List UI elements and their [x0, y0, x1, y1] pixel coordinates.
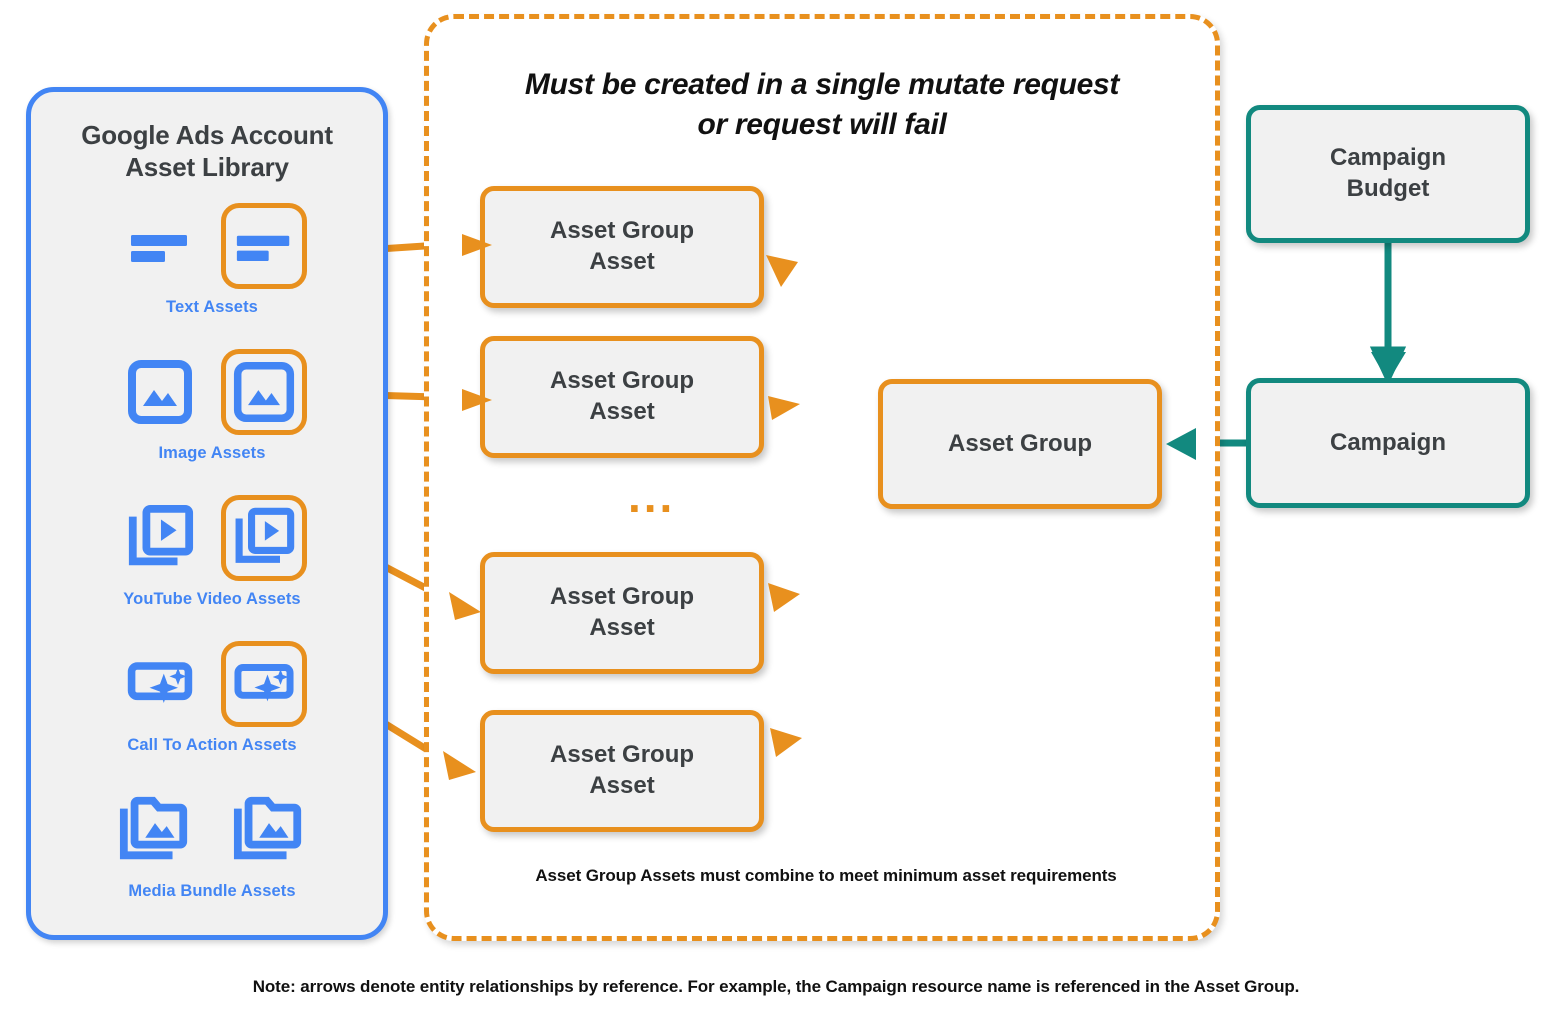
aga1-line1: Asset Group [549, 217, 695, 245]
aga3-line2: Asset [589, 614, 655, 641]
image-asset-icon [117, 349, 203, 435]
asset-row-media-bundle: Media Bundle Assets [31, 784, 393, 901]
footer-note: Note: arrows denote entity relationships… [252, 977, 1300, 996]
campaign-budget-node[interactable]: Campaign Budget [1246, 105, 1530, 243]
text-asset-icon [117, 203, 203, 289]
asset-row-image: Image Assets [31, 346, 393, 463]
mutate-title-line1: Must be created in a single mutate reque… [524, 68, 1120, 101]
call-to-action-asset-icon-selected[interactable] [221, 641, 307, 727]
aga3-line1: Asset Group [549, 583, 695, 611]
aga2-line1: Asset Group [549, 367, 695, 395]
asset-group-asset-node-3[interactable]: Asset Group Asset [480, 552, 764, 674]
aga4-line1: Asset Group [549, 741, 695, 769]
youtube-video-asset-icon [117, 495, 203, 581]
campaign-label: Campaign [1329, 428, 1446, 456]
asset-label-image: Image Assets [158, 444, 266, 462]
asset-label-video: YouTube Video Assets [123, 590, 301, 608]
mutate-title-line2: or request will fail [697, 107, 947, 141]
asset-label-text: Text Assets [166, 298, 258, 316]
library-title-line1: Google Ads Account [81, 120, 333, 150]
library-title: Google Ads Account Asset Library [31, 119, 383, 183]
asset-library-panel: Google Ads Account Asset Library [26, 87, 388, 940]
asset-label-cta: Call To Action Assets [127, 736, 297, 754]
asset-row-text: Text Assets [31, 200, 393, 317]
mutate-title: Must be created in a single mutate reque… [459, 65, 1185, 144]
youtube-video-asset-icon-selected[interactable] [221, 495, 307, 581]
asset-group-label: Asset Group [947, 429, 1093, 457]
ellipsis-indicator: ... [628, 470, 676, 522]
asset-row-video: YouTube Video Assets [31, 492, 393, 609]
campaign-budget-line1: Campaign [1329, 144, 1446, 172]
asset-group-asset-node-4[interactable]: Asset Group Asset [480, 710, 764, 832]
asset-label-media-bundle: Media Bundle Assets [128, 882, 296, 900]
asset-row-cta: Call To Action Assets [31, 638, 393, 755]
library-title-line2: Asset Library [125, 152, 289, 183]
aga1-line2: Asset [589, 248, 655, 275]
campaign-node[interactable]: Campaign [1246, 378, 1530, 508]
mutate-footnote: Asset Group Assets must combine to meet … [535, 866, 1117, 885]
asset-group-node[interactable]: Asset Group [878, 379, 1162, 509]
asset-group-asset-node-1[interactable]: Asset Group Asset [480, 186, 764, 308]
campaign-budget-line2: Budget [1346, 175, 1430, 202]
media-bundle-asset-icon-2 [226, 787, 312, 873]
asset-group-asset-node-2[interactable]: Asset Group Asset [480, 336, 764, 458]
image-asset-icon-selected[interactable] [221, 349, 307, 435]
text-asset-icon-selected[interactable] [221, 203, 307, 289]
call-to-action-asset-icon [117, 641, 203, 727]
aga2-line2: Asset [589, 398, 655, 425]
aga4-line2: Asset [589, 772, 655, 799]
media-bundle-asset-icon [112, 787, 198, 873]
